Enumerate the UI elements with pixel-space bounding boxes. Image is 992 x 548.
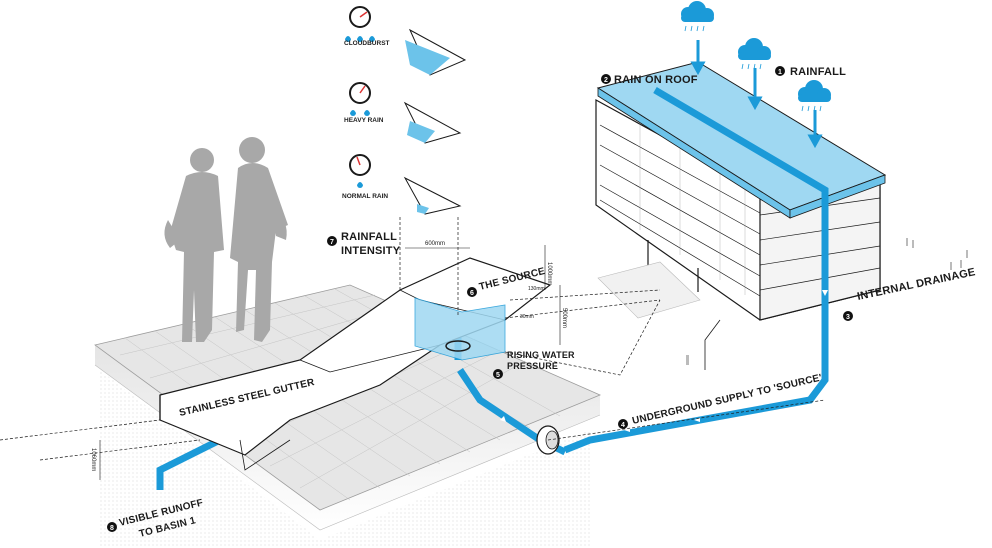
step-number: 5 xyxy=(496,372,500,379)
rising-water-label: RISING WATER xyxy=(507,350,575,360)
rain-drops-icon xyxy=(345,36,375,42)
cloudburst-gauge xyxy=(345,6,375,42)
dim-inner-upper: 130mm xyxy=(528,286,545,292)
rainfall-label: RAINFALL xyxy=(790,66,846,78)
source-box xyxy=(414,297,506,361)
step-number: 3 xyxy=(846,314,850,321)
step-number: 2 xyxy=(604,77,608,84)
label-rain-on-roof: 2 RAIN ON ROOF xyxy=(601,74,698,86)
step-number: 4 xyxy=(621,422,625,429)
step-badge xyxy=(775,66,785,76)
rainfall-intensity-label: RAINFALL xyxy=(341,231,397,243)
dim-inner-lower: 30mm xyxy=(520,314,534,320)
intensity-label: INTENSITY xyxy=(341,245,401,257)
person-left xyxy=(164,148,224,342)
label-rainfall-intensity: 7 RAINFALL INTENSITY xyxy=(327,231,401,257)
dim-gutter-depth: 1060mm xyxy=(90,448,96,471)
step-number: 1 xyxy=(778,69,782,76)
normal-rain-label: NORMAL RAIN xyxy=(342,193,388,200)
rainfall-intensity-icons xyxy=(345,6,467,215)
dashed-leaders xyxy=(0,215,826,461)
cloudburst-label: CLOUDBURST xyxy=(344,40,390,47)
heavy-rain-label: HEAVY RAIN xyxy=(344,117,384,124)
step-number: 6 xyxy=(470,290,474,297)
cloud-icon xyxy=(798,80,831,112)
gutter-section-normal xyxy=(403,176,462,215)
label-rainfall: 1 RAINFALL xyxy=(775,66,846,78)
small-people xyxy=(686,238,968,365)
rain-arrows xyxy=(690,40,823,149)
human-silhouettes xyxy=(164,137,288,342)
dimension-lines xyxy=(99,245,561,480)
rain-on-roof-label: RAIN ON ROOF xyxy=(614,74,698,86)
gutter-section-cloudburst xyxy=(405,28,467,76)
rain-clouds xyxy=(681,1,831,112)
pressure-label: PRESSURE xyxy=(507,361,558,371)
cloud-icon xyxy=(681,1,714,32)
person-right xyxy=(230,137,288,342)
rain-drops-icon xyxy=(350,110,370,116)
rain-drop-icon xyxy=(357,182,363,188)
dim-height-right: 500mm xyxy=(561,308,567,328)
step-number: 8 xyxy=(110,525,114,532)
heavy-rain-gauge xyxy=(349,82,371,116)
label-rising-water: 5 RISING WATER PRESSURE xyxy=(493,350,575,379)
building-plot xyxy=(597,261,701,319)
gutter-section-heavy xyxy=(403,101,462,144)
normal-rain-gauge xyxy=(349,154,371,188)
dim-width-top: 600mm xyxy=(425,241,445,247)
flow-arrows xyxy=(500,290,828,432)
dim-height-left: 1000mm xyxy=(546,262,552,285)
cloud-icon xyxy=(738,38,771,70)
step-number: 7 xyxy=(330,239,334,246)
